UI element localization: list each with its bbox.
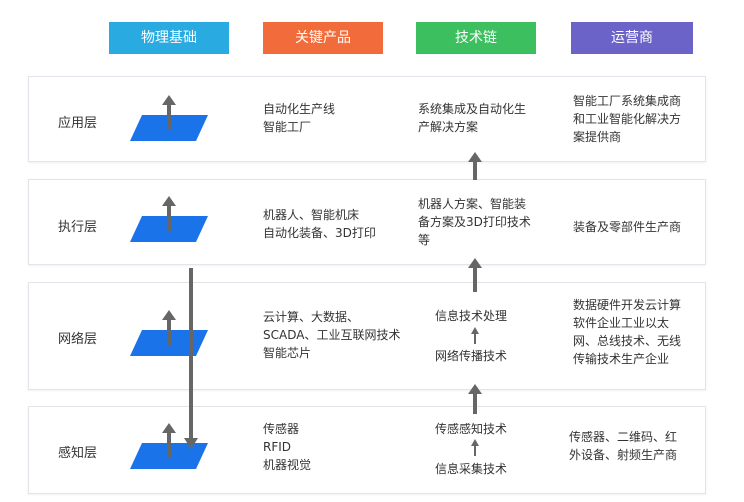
header-technology-chain: 技术链: [416, 22, 536, 54]
operators-perception: 传感器、二维码、红 外设备、射频生产商: [569, 430, 678, 462]
header-operators: 运营商: [571, 22, 693, 54]
layer-row-application: [28, 76, 706, 162]
tech-network-top: 信息技术处理: [435, 309, 508, 323]
tech-application: 系统集成及自动化生 产解决方案: [418, 102, 527, 134]
products-application: 自动化生产线 智能工厂: [263, 102, 336, 134]
products-network: 云计算、大数据、 SCADA、工业互联网技术 智能芯片: [263, 310, 401, 360]
products-perception: 传感器 RFID 机器视觉: [263, 422, 312, 472]
tech-perception-top: 传感感知技术: [435, 422, 508, 436]
header-physical-basis: 物理基础: [109, 22, 229, 54]
header-key-products: 关键产品: [263, 22, 383, 54]
layer-row-network: [28, 282, 706, 390]
layer-label-perception: 感知层: [58, 446, 98, 461]
operators-network: 数据硬件开发云计算 软件企业工业以太 网、总线技术、无线 传输技术生产企业: [573, 298, 682, 366]
products-execution: 机器人、智能机床 自动化装备、3D打印: [263, 208, 376, 240]
operators-execution: 装备及零部件生产商: [573, 220, 682, 234]
layer-label-execution: 执行层: [58, 220, 98, 235]
tech-perception-bottom: 信息采集技术: [435, 462, 508, 476]
operators-application: 智能工厂系统集成商 和工业智能化解决方 案提供商: [573, 94, 682, 144]
tech-execution: 机器人方案、智能装 备方案及3D打印技术 等: [418, 197, 531, 247]
layer-label-network: 网络层: [58, 332, 98, 347]
layer-label-application: 应用层: [58, 116, 98, 131]
tech-network-bottom: 网络传播技术: [435, 349, 508, 363]
